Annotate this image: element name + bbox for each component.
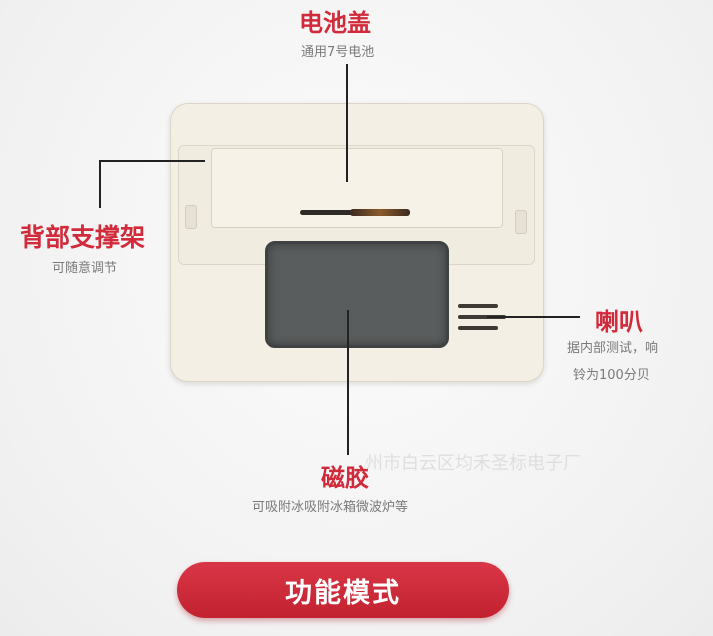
speaker-grille-line <box>458 315 506 319</box>
stand-hinge-left <box>185 205 197 229</box>
battery-cover-panel <box>211 148 503 228</box>
speaker-subtitle-line2: 铃为100分贝 <box>573 368 650 383</box>
speaker-grille-line <box>458 326 498 330</box>
back-stand-leader-line-v <box>99 160 101 208</box>
magnet-subtitle: 可吸附冰吸附冰箱微波炉等 <box>252 500 409 515</box>
speaker-title: 喇叭 <box>595 308 643 336</box>
watermark-text: 州市白云区均禾圣标电子厂 <box>365 453 581 474</box>
speaker-grille-line <box>458 304 498 308</box>
battery-cover-slot-highlight <box>350 209 410 216</box>
back-stand-subtitle: 可随意调节 <box>52 261 118 276</box>
speaker-leader-line <box>487 316 580 318</box>
battery-cover-title: 电池盖 <box>299 9 371 37</box>
back-stand-leader-line-h <box>100 160 205 162</box>
battery-cover-subtitle: 通用7号电池 <box>301 45 375 60</box>
speaker-subtitle-line1: 据内部测试，响 <box>567 341 659 356</box>
function-mode-button[interactable]: 功能模式 <box>177 562 509 618</box>
battery-cover-leader-line <box>346 64 348 182</box>
back-stand-title: 背部支撑架 <box>20 223 146 252</box>
stand-hinge-right <box>515 210 527 234</box>
magnet-title: 磁胶 <box>321 464 369 492</box>
magnet-pad <box>265 241 449 348</box>
magnet-leader-line <box>347 310 349 455</box>
function-mode-label: 功能模式 <box>285 577 401 609</box>
